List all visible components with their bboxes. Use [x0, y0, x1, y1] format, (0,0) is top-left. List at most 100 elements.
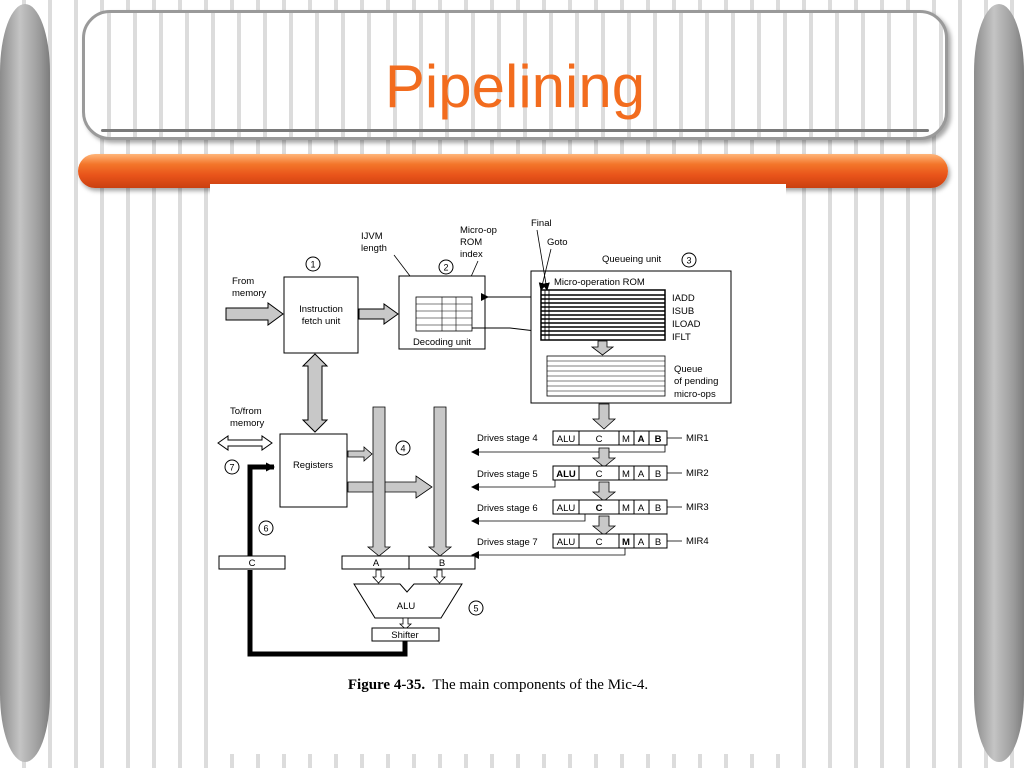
- mir3-field-alu: ALU: [557, 503, 576, 514]
- decoding-unit-label: Decoding unit: [413, 337, 471, 348]
- registers-to-a-arrow: [347, 446, 373, 462]
- mir-row-3: Drives stage 6 ALU C M A B MIR3: [471, 499, 709, 525]
- mir4-field-m: M: [622, 537, 630, 548]
- from-memory-label-2: memory: [232, 288, 267, 299]
- b-latch: [408, 555, 476, 570]
- queue-label-1: Queue: [674, 364, 703, 375]
- circle-1: [305, 256, 321, 272]
- mir1-field-c: C: [596, 434, 603, 445]
- micro-op-rom-index-label-3: index: [460, 249, 483, 260]
- mir2-field-c: C: [596, 469, 603, 480]
- queue-to-mir1-arrow: [591, 403, 617, 430]
- ijvm-length-label-2: length: [361, 243, 387, 254]
- feedback-path: [247, 570, 408, 657]
- mir4-field-alu: ALU: [557, 537, 576, 548]
- ijvm-length-label: IJVM: [361, 231, 383, 242]
- fetch-registers-arrow: [301, 353, 329, 433]
- mir4-field-b: B: [655, 537, 661, 548]
- mir1-label: MIR1: [686, 433, 709, 444]
- circle-3-number: 3: [686, 256, 691, 266]
- final-pointer: [536, 229, 550, 291]
- opcode-iflt: IFLT: [672, 332, 691, 343]
- mir3-field-c: C: [596, 503, 603, 514]
- micro-op-rom-index-label-2: ROM: [460, 237, 482, 248]
- mir4-field-a: A: [638, 537, 645, 548]
- queue-label-2: of pending: [674, 376, 718, 387]
- b-latch-label: B: [439, 558, 445, 569]
- mir3-to-mir4-arrow: [591, 515, 617, 536]
- mir2-field-alu: ALU: [556, 469, 576, 480]
- circle-4-number: 4: [400, 444, 405, 454]
- right-decorative-pillar: [974, 4, 1024, 762]
- c-to-registers-path: [247, 462, 275, 556]
- circle-4: [395, 440, 411, 456]
- shifter-label: Shifter: [391, 630, 418, 641]
- circle-7: [224, 459, 240, 475]
- micro-operation-rom-label: Micro-operation ROM: [554, 277, 645, 288]
- to-from-memory-arrow: [217, 435, 273, 451]
- a-latch-label: A: [373, 558, 380, 569]
- rom-to-queue-arrow: [590, 340, 615, 356]
- to-from-memory-label: To/from: [230, 406, 262, 417]
- mir3-field-a: A: [638, 503, 645, 514]
- from-memory-arrow: [225, 302, 284, 326]
- alu: [353, 583, 463, 619]
- decoding-table: [415, 296, 473, 332]
- mir1-field-m: M: [622, 434, 630, 445]
- drives-stage-4-label: Drives stage 4: [477, 433, 538, 444]
- circle-5-number: 5: [473, 604, 478, 614]
- circle-1-number: 1: [310, 260, 315, 270]
- a-bus: [366, 406, 392, 557]
- circle-7-number: 7: [229, 463, 234, 473]
- mir1-field-a: A: [638, 434, 645, 445]
- registers-to-b-arrow: [347, 475, 433, 499]
- figure-caption: Figure 4-35. The main components of the …: [210, 677, 786, 694]
- circle-5: [468, 600, 484, 616]
- b-bus: [427, 406, 453, 557]
- opcode-iload: ILOAD: [672, 319, 701, 330]
- drives-stage-5-label: Drives stage 5: [477, 469, 538, 480]
- fetch-to-decode-arrow: [358, 303, 399, 325]
- mir4-label: MIR4: [686, 536, 709, 547]
- left-decorative-pillar: [0, 4, 50, 762]
- mir2-to-mir3-arrow: [591, 481, 617, 502]
- registers-label: Registers: [293, 460, 333, 471]
- title-panel: Pipelining: [82, 10, 948, 140]
- figure: From memory Instruction fetch unit 1 IJV…: [210, 184, 786, 754]
- instruction-fetch-label: Instruction: [299, 304, 343, 315]
- drives-stage-6-label: Drives stage 6: [477, 503, 538, 514]
- mir4-field-c: C: [596, 537, 603, 548]
- drives-stage-7-label: Drives stage 7: [477, 537, 538, 548]
- final-label: Final: [531, 218, 552, 229]
- page-title: Pipelining: [384, 53, 646, 120]
- instruction-fetch-unit: [283, 276, 359, 354]
- goto-pointer: [538, 248, 552, 291]
- opcode-iadd: IADD: [672, 293, 695, 304]
- circle-2: [438, 259, 454, 275]
- registers: [279, 433, 348, 508]
- mir-row-2: Drives stage 5 ALU C M A B MIR2: [471, 465, 709, 491]
- mir3-label: MIR3: [686, 502, 709, 513]
- mic4-diagram: From memory Instruction fetch unit 1 IJV…: [217, 218, 732, 657]
- figure-caption-label: Figure 4-35.: [347, 677, 426, 693]
- from-memory-label: From: [232, 276, 254, 287]
- micro-op-rom-index-label: Micro-op: [460, 225, 497, 236]
- mir1-field-alu: ALU: [557, 434, 576, 445]
- instruction-fetch-label-2: fetch unit: [302, 316, 341, 327]
- mir-row-1: Drives stage 4 ALU C M A B MIR1: [471, 430, 709, 456]
- opcode-isub: ISUB: [672, 306, 694, 317]
- alu-label: ALU: [397, 601, 416, 612]
- circle-3: [681, 252, 697, 268]
- mir1-field-b: B: [655, 434, 662, 445]
- title-underline-bar: [78, 154, 948, 188]
- mir3-field-b: B: [655, 503, 661, 514]
- queue-label-3: micro-ops: [674, 389, 716, 400]
- mir3-field-m: M: [622, 503, 630, 514]
- circle-2-number: 2: [443, 263, 448, 273]
- to-from-memory-label-2: memory: [230, 418, 265, 429]
- mir2-field-a: A: [638, 469, 645, 480]
- circle-6-number: 6: [263, 524, 268, 534]
- figure-caption-text: The main components of the Mic-4.: [432, 677, 649, 693]
- c-latch-label: C: [249, 558, 256, 569]
- mir2-field-b: B: [655, 469, 661, 480]
